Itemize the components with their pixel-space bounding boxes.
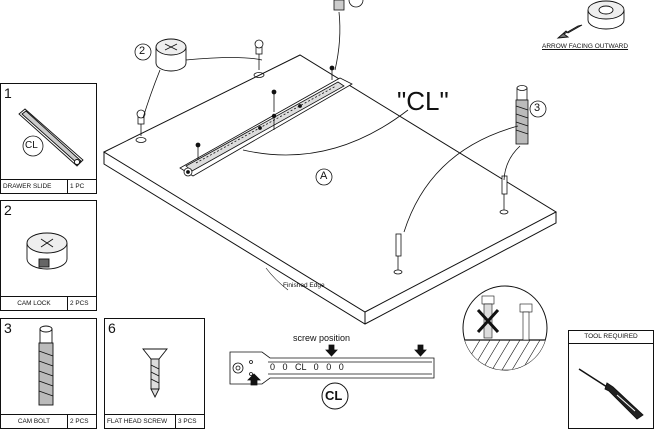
part-number: 3 — [4, 320, 12, 336]
part-number: 1 — [4, 85, 12, 101]
callout-label-3: 3 — [534, 102, 541, 114]
part-qty: 3 PCS — [175, 415, 198, 428]
part-name: FLAT HEAD SCREW — [107, 418, 168, 425]
callout-circle-2 — [134, 43, 152, 61]
part-name: CAM LOCK — [17, 300, 51, 307]
screws-on-slide — [195, 65, 335, 160]
cl-circle-bottom — [321, 382, 349, 410]
drawer-slide-icon — [18, 108, 84, 167]
cam-lock-part-drawing — [155, 38, 187, 72]
callout-label-2: 2 — [139, 45, 146, 57]
part-qty: 2 PCS — [67, 297, 90, 310]
cam-lock-leader — [142, 57, 263, 119]
detail-circle-wrong-install — [462, 285, 548, 371]
part-box-flat-head-screw: 6 FLAT HEAD SCREW 3 PCS — [104, 318, 205, 429]
part-name: CAM BOLT — [17, 418, 51, 425]
part-box-drawer-slide: 1 CL DRAWER SLIDE 1 PC — [0, 83, 97, 194]
part-number: 2 — [4, 202, 12, 218]
cl-leader-arc — [242, 109, 409, 156]
drawer-slide-cl-badge: CL — [25, 140, 38, 151]
cam-bolt-leaders — [403, 125, 521, 233]
part-qty: 1 PC — [67, 180, 86, 193]
slide-detail-drawing — [229, 344, 435, 386]
part-qty: 2 PCS — [67, 415, 90, 428]
callout-label-a: A — [320, 170, 328, 182]
finished-edge-leader — [265, 267, 289, 291]
arrow-facing-outward-graphic — [556, 0, 625, 39]
part-footer: DRAWER SLIDE 1 PC — [1, 179, 96, 193]
callout-circle-3 — [529, 100, 547, 118]
cam-lock-icon — [26, 232, 68, 270]
part-footer: CAM LOCK 2 PCS — [1, 296, 96, 310]
part-footer: FLAT HEAD SCREW 3 PCS — [105, 414, 204, 428]
part-name: DRAWER SLIDE — [3, 183, 52, 190]
tool-required-title: TOOL REQUIRED — [569, 331, 653, 344]
part-number: 6 — [108, 320, 116, 336]
cl-label: "CL" — [397, 86, 449, 116]
callout-circle-a — [315, 168, 333, 186]
screw-position-label: screw position — [293, 333, 351, 343]
top-bolt — [333, 0, 364, 71]
part-box-cam-bolt: 3 CAM BOLT 2 PCS — [0, 318, 97, 429]
slide-detail-text: 0 0 CL 0 0 0 — [270, 362, 344, 372]
flat-head-screw-icon — [142, 348, 168, 399]
cam-bolt-part-drawing — [515, 85, 529, 145]
arrow-facing-outward-note: ARROW FACING OUTWARD — [542, 43, 629, 50]
screwdriver-icon — [578, 368, 644, 420]
tool-required-box: TOOL REQUIRED — [568, 330, 654, 429]
panel-a — [102, 54, 558, 325]
drawer-slide-on-panel — [179, 77, 353, 177]
cam-bolt-small — [136, 39, 508, 270]
cl-badge-bottom: CL — [325, 388, 343, 403]
finished-edge-label: Finished Edge — [283, 282, 325, 289]
cam-bolt-icon — [38, 325, 54, 406]
part-box-cam-lock: 2 CAM LOCK 2 PCS — [0, 200, 97, 311]
part-footer: CAM BOLT 2 PCS — [1, 414, 96, 428]
